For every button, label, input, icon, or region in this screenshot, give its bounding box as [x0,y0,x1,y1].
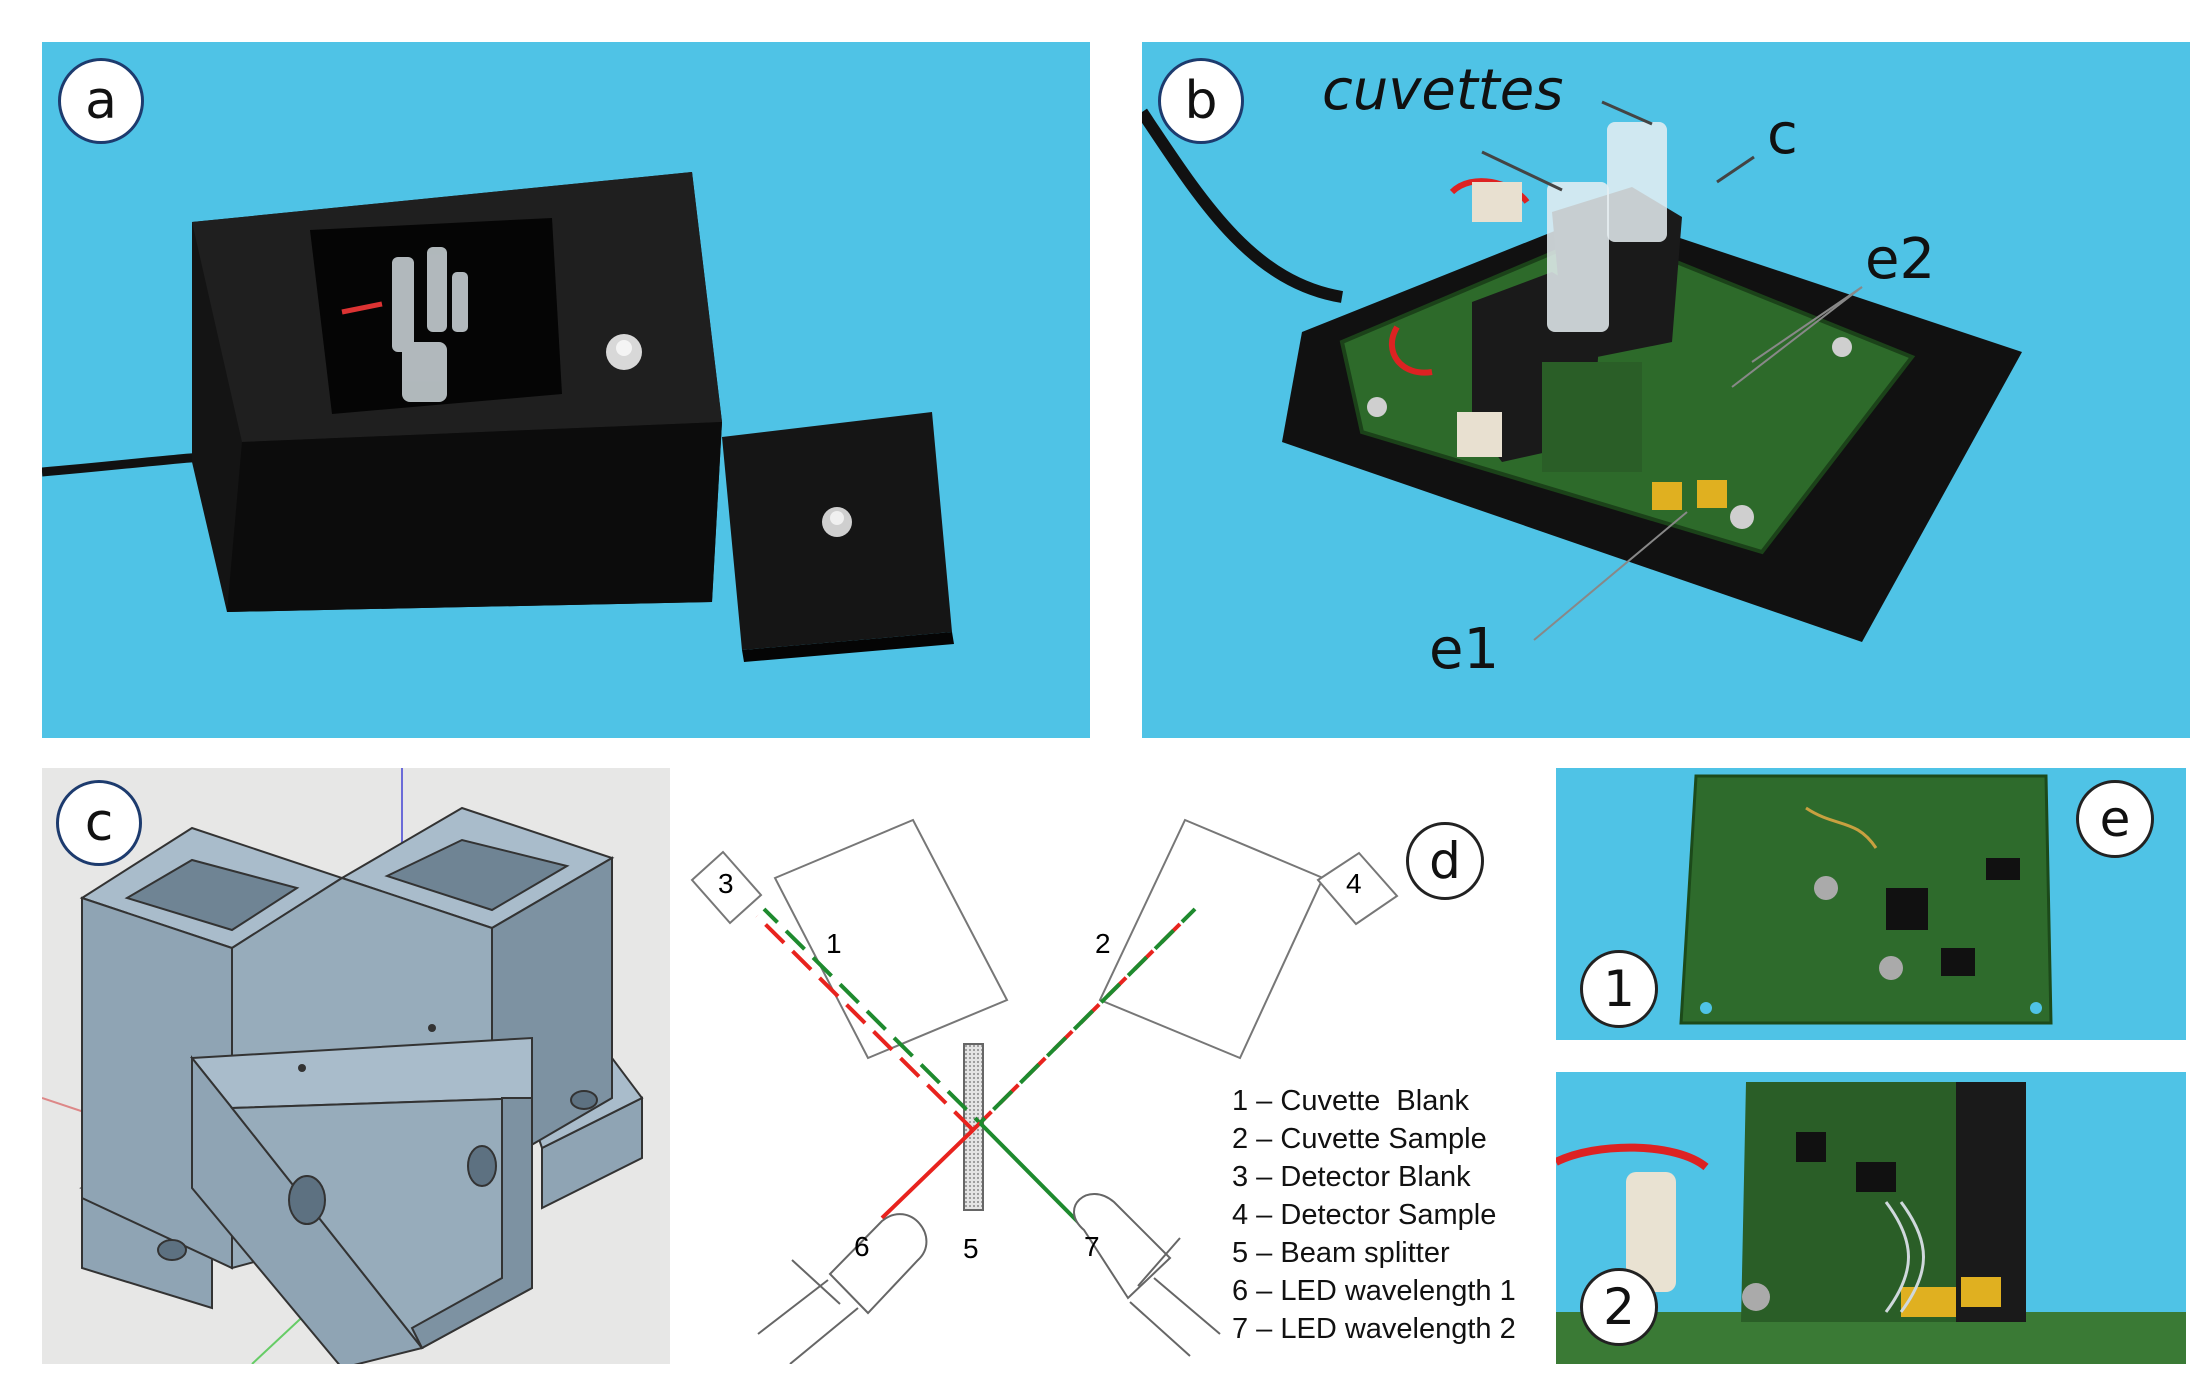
legend-item-7: 7 – LED wavelength 2 [1232,1313,1516,1345]
optical-schematic [690,818,1399,1364]
led-2-number: 7 [1084,1231,1100,1262]
e1-annotation: e1 [1429,617,1500,682]
panel-c-model: c [42,768,670,1364]
cuvette-blank [773,818,1009,1060]
panel-d-schematic: d 1 2 3 4 5 6 7 [680,768,1540,1364]
detector-blank-number: 3 [718,868,734,899]
pcb-side-illustration [1556,1082,2186,1364]
led-wavelength-1 [757,1213,928,1364]
panel-b-photo: b cuvettes c e2 e1 [1142,42,2190,738]
closed-box-illustration [42,172,954,662]
panel-e-label: e [2076,780,2154,858]
holder-3d-model [42,768,644,1364]
panel-d-label: d [1406,822,1484,900]
detector-blank [690,850,763,925]
legend-item-6: 6 – LED wavelength 1 [1232,1275,1516,1307]
legend-item-5: 5 – Beam splitter [1232,1237,1450,1269]
legend-item-4: 4 – Detector Sample [1232,1199,1497,1231]
beam-splitter-number: 5 [963,1233,979,1264]
pcb-top-illustration [1679,774,2053,1025]
panel-b-label: b [1158,58,1244,144]
open-device-illustration [1142,100,2022,642]
detector-sample [1316,851,1399,926]
panel-e1-photo: e 1 [1556,768,2186,1040]
detector-sample-number: 4 [1346,868,1362,899]
panel-c-label: c [56,780,142,866]
cuvette-sample-number: 2 [1095,928,1111,959]
e2-annotation: e2 [1865,227,1936,292]
panel-a-photo: a [42,42,1090,738]
legend-item-3: 3 – Detector Blank [1232,1161,1471,1193]
led-wavelength-2 [1073,1193,1221,1357]
panel-e2-photo: 2 [1556,1072,2186,1364]
led-1-number: 6 [854,1231,870,1262]
cuvettes-annotation: cuvettes [1322,58,1564,123]
cuvette-sample [1098,818,1325,1060]
cuvette-blank-number: 1 [826,928,842,959]
panel-e-sub-label-1: 1 [1580,950,1658,1028]
legend-item-2: 2 – Cuvette Sample [1232,1123,1487,1155]
panel-e-sub-label-2: 2 [1580,1268,1658,1346]
c-annotation: c [1767,102,1798,167]
panel-a-label: a [58,58,144,144]
legend-item-1: 1 – Cuvette Blank [1232,1085,1469,1117]
